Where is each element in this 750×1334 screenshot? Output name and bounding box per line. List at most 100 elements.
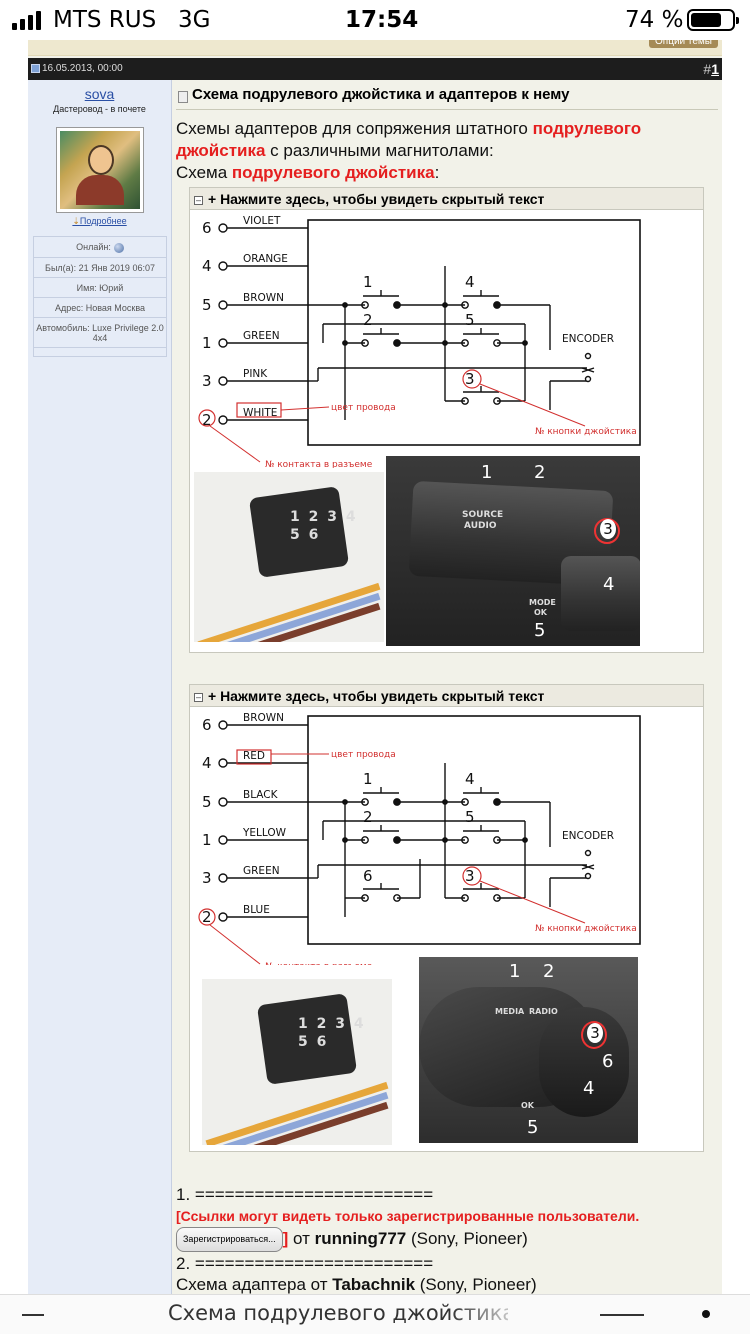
- pin-number-label: 3: [202, 372, 212, 390]
- ok-label: OK: [534, 608, 547, 617]
- signal-icon: [12, 10, 41, 30]
- button-number-label: 6: [363, 867, 373, 885]
- ok-label: OK: [521, 1101, 534, 1110]
- audio-label: AUDIO: [464, 521, 497, 531]
- thread-options-button[interactable]: Опции темы: [649, 40, 718, 48]
- wire-name-label: VIOLET: [243, 215, 281, 227]
- joystick-photo-2: 1 2 MEDIA RADIO 3 6 4 OK 5: [419, 957, 638, 1143]
- more-info-link[interactable]: ⇣Подробнее: [72, 216, 127, 226]
- online-status: Онлайн:: [34, 237, 166, 258]
- user-car: Автомобиль: Luxe Privilege 2.0 4x4: [34, 318, 166, 348]
- list-item-1-heading: 1. ========================: [176, 1185, 434, 1204]
- pin-terminal: [218, 300, 228, 310]
- reader-minimize-icon[interactable]: [22, 1314, 44, 1316]
- pin-number-label: 1: [202, 334, 212, 352]
- post-header: 16.05.2013, 00:00 #1: [28, 58, 722, 80]
- encoder-label: ENCODER: [562, 333, 614, 345]
- joy-button-5-label: 5: [527, 1117, 539, 1138]
- pin-number-label: 3: [202, 869, 212, 887]
- pin-terminal: [218, 758, 228, 768]
- wire-name-label: GREEN: [243, 865, 280, 877]
- avatar[interactable]: [55, 127, 144, 213]
- user-address: Адрес: Новая Москва: [34, 298, 166, 318]
- spoiler-1: –+ Нажмите здесь, чтобы увидеть скрытый …: [189, 187, 704, 653]
- wire-name-label: ORANGE: [243, 253, 288, 265]
- status-bar: MTS RUS 3G 17:54 74 %: [0, 0, 750, 40]
- mode-label: MODE: [529, 598, 556, 607]
- user-real-name: Имя: Юрий: [34, 278, 166, 298]
- pin-terminal: [218, 415, 228, 425]
- list-item-2-heading: 2. ========================: [176, 1254, 434, 1273]
- pin-terminal: [218, 797, 228, 807]
- contact-note: № контакта в разъеме: [265, 962, 373, 965]
- expand-icon: ⇣: [72, 216, 80, 226]
- pin-number-label: 4: [202, 257, 212, 275]
- joy-button-1-label: 1: [509, 961, 521, 982]
- pin-terminal: [218, 261, 228, 271]
- last-seen: Был(а): 21 Янв 2019 06:07: [34, 258, 166, 278]
- pin-number-label: 6: [202, 716, 212, 734]
- button-number-label: 4: [465, 770, 475, 788]
- button-number-label: 2: [363, 311, 373, 329]
- media-label: MEDIA: [495, 1007, 525, 1016]
- pin-number-label: 2: [202, 411, 212, 429]
- browser-bottom-bar: Схема подрулевого джойстика и адаптеров …: [0, 1294, 750, 1334]
- user-info-box: Онлайн: Был(а): 21 Янв 2019 06:07 Имя: Ю…: [33, 236, 167, 357]
- pin-terminal: [218, 338, 228, 348]
- hidden-links-notice: [Ссылки могут видеть только зарегистриро…: [176, 1208, 640, 1224]
- joy-button-2-label: 2: [543, 961, 555, 982]
- contact-note: № контакта в разъеме: [265, 460, 373, 468]
- home-indicator[interactable]: [600, 1314, 644, 1316]
- button-note: № кнопки джойстика: [535, 427, 637, 437]
- pin-number-label: 4: [202, 754, 212, 772]
- post-number[interactable]: 1: [711, 61, 719, 77]
- pin-number-label: 5: [202, 793, 212, 811]
- post-date: 16.05.2013, 00:00: [42, 63, 123, 74]
- joy-button-6-label: 6: [602, 1051, 614, 1072]
- spoiler-toggle-2[interactable]: –+ Нажмите здесь, чтобы увидеть скрытый …: [190, 685, 703, 707]
- network-type: 3G: [178, 7, 211, 33]
- spoiler-toggle-1[interactable]: –+ Нажмите здесь, чтобы увидеть скрытый …: [190, 188, 703, 210]
- clock: 17:54: [345, 7, 419, 33]
- more-dot-icon[interactable]: [702, 1310, 710, 1318]
- author-tabachnik[interactable]: Tabachnik: [332, 1275, 416, 1294]
- radio-label: RADIO: [529, 1007, 558, 1016]
- encoder-label: ENCODER: [562, 830, 614, 842]
- spoiler-2: –+ Нажмите здесь, чтобы увидеть скрытый …: [189, 684, 704, 1152]
- post-intro: Схемы адаптеров для сопряжения штатного …: [176, 119, 642, 182]
- username-link[interactable]: sova: [84, 86, 115, 102]
- wire-name-label: WHITE: [243, 407, 277, 419]
- button-number-label: 3: [465, 867, 475, 885]
- pin-terminal: [218, 223, 228, 233]
- battery-percent: 74 %: [625, 7, 684, 33]
- joy-button-3-label: 3: [587, 1023, 603, 1043]
- joy-button-4-label: 4: [603, 574, 615, 595]
- post-body: Схема подрулевого джойстика и адаптеров …: [176, 80, 718, 1294]
- pin-terminal: [218, 720, 228, 730]
- button-number-label: 2: [363, 808, 373, 826]
- pin-terminal: [218, 376, 228, 386]
- post-permalink[interactable]: #1: [703, 61, 719, 77]
- wire-color-note: цвет провода: [331, 750, 396, 760]
- wire-name-label: BROWN: [243, 292, 284, 304]
- joy-button-3-label: 3: [600, 519, 616, 539]
- register-button[interactable]: Зарегистрироваться...: [176, 1227, 283, 1252]
- button-number-label: 5: [465, 808, 475, 826]
- button-number-label: 1: [363, 770, 373, 788]
- author-running777[interactable]: running777: [314, 1229, 407, 1248]
- wire-name-label: BROWN: [243, 712, 284, 724]
- wire-name-label: GREEN: [243, 330, 280, 342]
- button-number-label: 4: [465, 273, 475, 291]
- user-rank: Дастеровод - в почете: [53, 104, 146, 114]
- wire-color-note: цвет провода: [331, 403, 396, 413]
- button-number-label: 3: [465, 370, 475, 388]
- source-label: SOURCE: [462, 510, 504, 520]
- collapse-icon: –: [194, 195, 203, 205]
- wire-name-label: BLUE: [243, 904, 270, 916]
